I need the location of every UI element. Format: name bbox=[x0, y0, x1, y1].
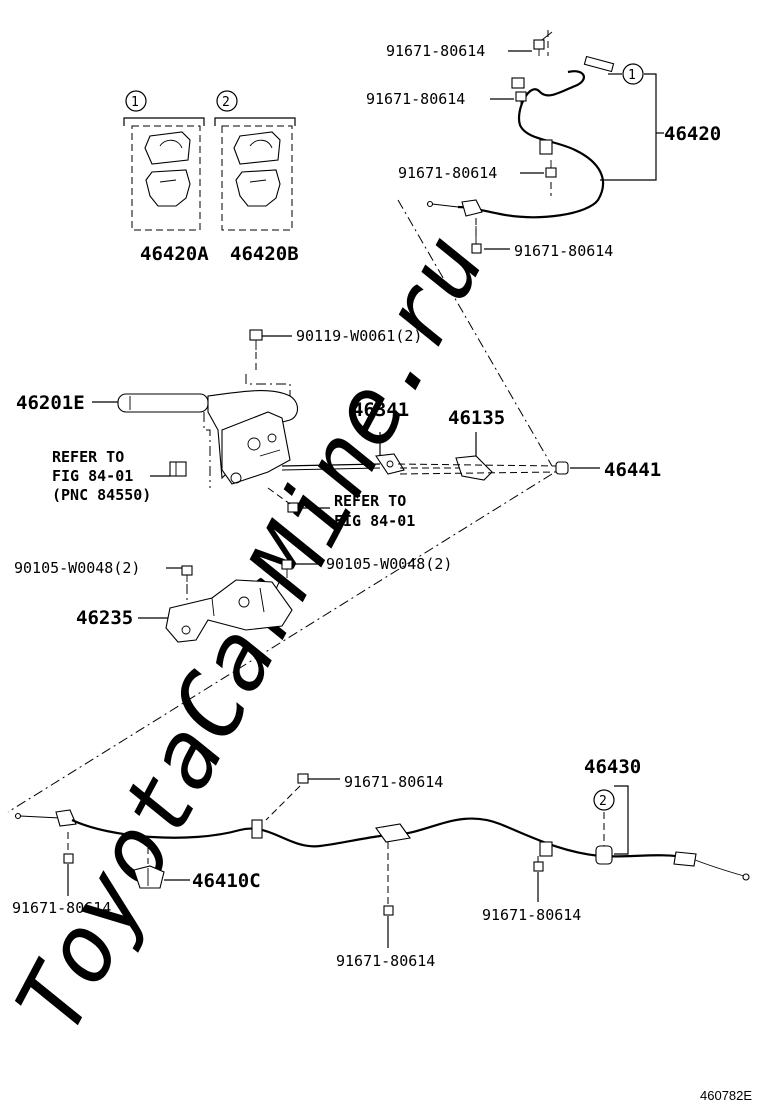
lever-label: 46201E bbox=[16, 392, 85, 414]
cable-front-label: 46420 bbox=[664, 123, 721, 145]
refer-left-line1: REFER TO bbox=[52, 448, 124, 466]
equalizer-icon bbox=[375, 453, 405, 475]
screw-icon bbox=[287, 502, 299, 513]
bolt-icon bbox=[63, 853, 74, 864]
nut-icon bbox=[555, 461, 569, 475]
clamp-a-icon bbox=[144, 131, 191, 207]
bolt-icon bbox=[545, 160, 557, 178]
refer-right-line2: FIG 84-01 bbox=[334, 512, 415, 530]
parking-brake-lever bbox=[117, 389, 299, 485]
bolt-icon bbox=[533, 861, 544, 872]
base-bolt-left-label: 90105-W0048(2) bbox=[14, 559, 140, 577]
cable-rear-label: 46430 bbox=[584, 756, 641, 778]
figure-code: 460782E bbox=[700, 1088, 752, 1103]
bolt-label: 91671-80614 bbox=[386, 42, 485, 60]
bolt-icon bbox=[297, 773, 309, 784]
bolt-icon bbox=[533, 39, 545, 56]
bolt-icon bbox=[383, 905, 394, 916]
watermark: ToyotaCarMine.ru bbox=[0, 218, 505, 1051]
svg-text:2: 2 bbox=[222, 95, 230, 110]
bolt-label: 91671-80614 bbox=[398, 164, 497, 182]
cable-assembly-rear bbox=[14, 809, 750, 881]
refer-right-line1: REFER TO bbox=[334, 492, 406, 510]
callout-2-badge: 2 bbox=[593, 789, 615, 811]
bracket-icon bbox=[165, 579, 293, 643]
svg-text:1: 1 bbox=[131, 95, 139, 110]
svg-text:2: 2 bbox=[599, 794, 607, 809]
equalizer-label: 46341 bbox=[352, 399, 409, 421]
clamp-rear-icon bbox=[133, 865, 165, 889]
lever-bolt-icon bbox=[249, 329, 263, 350]
bolt-icon bbox=[181, 565, 193, 582]
bolt-label: 91671-80614 bbox=[336, 952, 435, 970]
clamp-rear-label: 46410C bbox=[192, 870, 261, 892]
bracket-label: 46235 bbox=[76, 607, 133, 629]
refer-left-line3: (PNC 84550) bbox=[52, 486, 151, 504]
base-bolt-right-label: 90105-W0048(2) bbox=[326, 555, 452, 573]
nut-label: 46441 bbox=[604, 459, 661, 481]
callout-1-badge: 1 bbox=[622, 63, 644, 85]
bolt-label: 91671-80614 bbox=[514, 242, 613, 260]
callout-1-badge: 1 bbox=[125, 90, 147, 112]
clamp-b-label: 46420B bbox=[230, 243, 299, 265]
callout-2-badge: 2 bbox=[216, 90, 238, 112]
cable-assembly-front bbox=[426, 30, 615, 254]
svg-text:1: 1 bbox=[628, 68, 636, 83]
clamp-b-icon bbox=[233, 131, 281, 207]
clamp-box-b bbox=[221, 125, 293, 231]
bolt-icon bbox=[515, 91, 527, 106]
bolt-label: 91671-80614 bbox=[12, 899, 111, 917]
yoke-icon bbox=[455, 455, 493, 481]
clamp-a-label: 46420A bbox=[140, 243, 209, 265]
yoke-label: 46135 bbox=[448, 407, 505, 429]
bolt-label: 91671-80614 bbox=[366, 90, 465, 108]
bolt-label: 91671-80614 bbox=[482, 906, 581, 924]
refer-left-line2: FIG 84-01 bbox=[52, 467, 133, 485]
switch-icon bbox=[169, 461, 187, 477]
bolt-label: 91671-80614 bbox=[344, 773, 443, 791]
lever-bolt-label: 90119-W0061(2) bbox=[296, 327, 422, 345]
clamp-box-a bbox=[131, 125, 201, 231]
